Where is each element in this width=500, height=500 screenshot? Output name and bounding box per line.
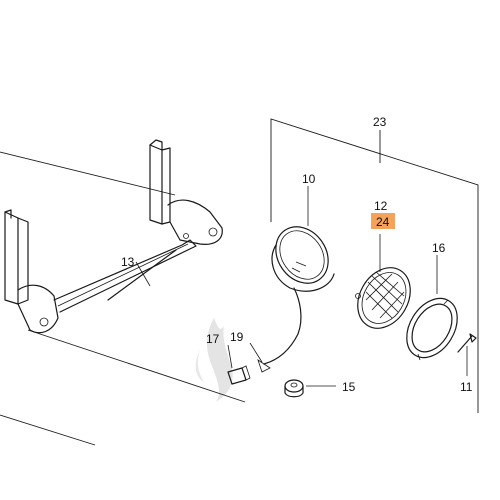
callout-12[interactable]: 12 [374,199,388,213]
callout-15[interactable]: 15 [342,380,356,394]
callout-19[interactable]: 19 [230,330,244,344]
mounting-bracket-part [4,139,223,334]
connector-part [227,365,251,385]
grommet-part [284,379,304,398]
leader-lines [135,186,468,387]
flame-watermark-icon [195,318,233,402]
callout-24-highlight [371,213,395,229]
callout-13[interactable]: 13 [121,255,135,269]
lamp-housing-part [257,226,335,373]
callout-11[interactable]: 11 [460,380,473,394]
retaining-ring-part [406,297,458,361]
callout-23[interactable]: 23 [373,115,387,129]
assembly-bracket-23 [270,118,479,413]
callout-24[interactable]: 24 [376,215,390,229]
assembly-outline-frame [0,151,246,446]
callout-17[interactable]: 17 [206,332,220,346]
screw-part [457,333,477,353]
callout-10[interactable]: 10 [302,172,316,186]
callout-16[interactable]: 16 [432,241,446,255]
lamp-lens-part [355,267,411,329]
